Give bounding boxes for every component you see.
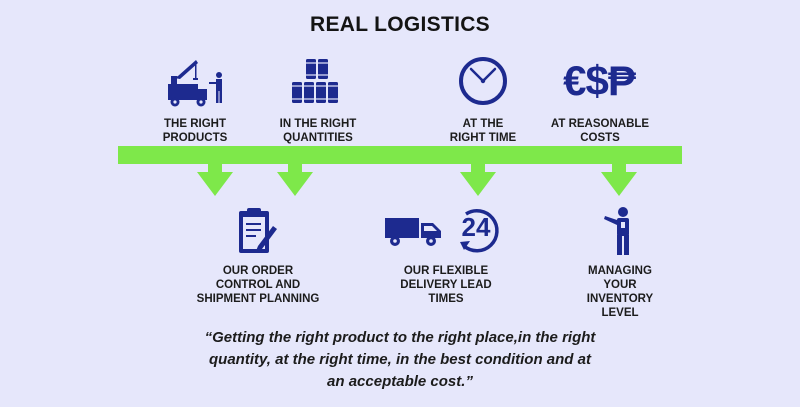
page-title: REAL LOGISTICS	[310, 13, 490, 36]
currency-icon: €$₱	[563, 57, 636, 104]
clock-icon	[459, 57, 507, 105]
clipboard-icon	[239, 208, 277, 253]
green-connector-bar	[118, 146, 682, 196]
label-inventory-level: MANAGING YOUR INVENTORY LEVEL	[586, 265, 654, 319]
arrow-down-3	[460, 160, 496, 196]
arrow-down-2	[277, 160, 313, 196]
quote-line: “Getting the right product to the right …	[204, 329, 596, 346]
crane-truck-icon	[168, 60, 222, 107]
quote-line: an acceptable cost.”	[327, 373, 473, 390]
arrow-down-1	[197, 160, 233, 196]
delivery-truck-icon	[385, 218, 441, 246]
containers-icon	[292, 59, 338, 103]
label-flexible-delivery: OUR FLEXIBLE DELIVERY LEAD TIMES	[400, 265, 492, 305]
clock-24-arrow-icon	[460, 209, 499, 253]
delivery-24-text: 24	[461, 212, 491, 242]
label-order-control: OUR ORDER CONTROL AND SHIPMENT PLANNING	[196, 265, 320, 305]
pointing-person-icon	[604, 207, 629, 255]
quote: “Getting the right product to the right …	[150, 327, 650, 393]
arrow-down-4	[601, 160, 637, 196]
quote-line: quantity, at the right time, in the best…	[209, 351, 591, 368]
